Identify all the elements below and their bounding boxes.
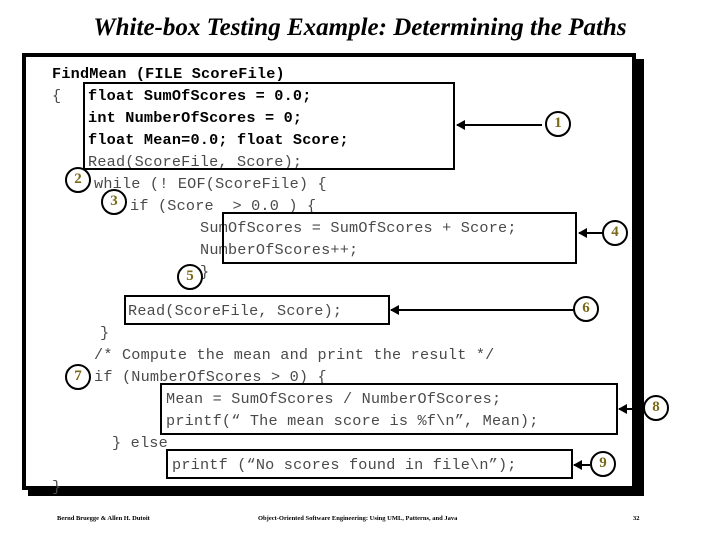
path-marker-3[interactable]: 3 (101, 189, 127, 215)
code-line-printf-mean: printf(“ The mean score is %f\n”, Mean); (166, 412, 539, 430)
path-marker-5[interactable]: 5 (177, 264, 203, 290)
code-line-count-decl: int NumberOfScores = 0; (88, 109, 303, 127)
code-line-count-inc: NumberOfScores++; (200, 241, 359, 259)
code-line-read-1: Read(ScoreFile, Score); (88, 153, 303, 171)
code-line-close-if: } (200, 263, 210, 281)
code-line-signature: FindMean (FILE ScoreFile) (52, 65, 285, 83)
statement-box-9 (166, 449, 573, 479)
statement-box-6 (124, 295, 390, 325)
arrow-head-4 (578, 228, 587, 238)
arrow-line-4 (579, 232, 604, 234)
path-marker-9[interactable]: 9 (590, 451, 616, 477)
path-marker-8[interactable]: 8 (643, 395, 669, 421)
frame-shadow-bottom (28, 488, 644, 496)
arrow-head-8 (618, 404, 627, 414)
statement-box-8 (160, 383, 618, 435)
code-line-open-brace: { (52, 87, 62, 105)
arrow-head-9 (573, 460, 582, 470)
path-marker-2[interactable]: 2 (65, 167, 91, 193)
code-line-mean-decl: float Mean=0.0; float Score; (88, 131, 349, 149)
arrow-line-6 (391, 309, 574, 311)
code-line-printf-none: printf (“No scores found in file\n”); (172, 456, 517, 474)
statement-box-1 (83, 82, 455, 170)
frame-shadow-right (636, 59, 644, 496)
code-line-if-score: if (Score > 0.0 ) { (130, 197, 317, 215)
arrow-line-8 (619, 408, 643, 410)
footer-book-title: Object-Oriented Software Engineering: Us… (258, 515, 458, 522)
code-line-sum-decl: float SumOfScores = 0.0; (88, 87, 312, 105)
arrow-head-1 (456, 120, 465, 130)
code-line-else: } else (112, 434, 168, 452)
arrow-line-9 (574, 464, 590, 466)
footer-authors: Bernd Bruegge & Allen H. Dutoit (57, 515, 150, 522)
path-marker-7[interactable]: 7 (65, 364, 91, 390)
path-marker-6[interactable]: 6 (573, 296, 599, 322)
code-line-read-2: Read(ScoreFile, Score); (128, 302, 343, 320)
footer-page-number: 32 (633, 515, 640, 522)
code-line-close-while: } (100, 324, 110, 342)
arrow-line-1 (457, 124, 542, 126)
arrow-head-6 (390, 305, 399, 315)
statement-box-4 (222, 212, 577, 264)
code-line-sum-add: SumOfScores = SumOfScores + Score; (200, 219, 517, 237)
code-line-if-count: if (NumberOfScores > 0) { (94, 368, 327, 386)
code-line-while: while (! EOF(ScoreFile) { (94, 175, 327, 193)
code-line-mean-calc: Mean = SumOfScores / NumberOfScores; (166, 390, 502, 408)
code-line-close-fn: } (52, 478, 62, 496)
path-marker-1[interactable]: 1 (545, 111, 571, 137)
page-title: White-box Testing Example: Determining t… (93, 14, 627, 41)
path-marker-4[interactable]: 4 (602, 220, 628, 246)
code-line-comment: /* Compute the mean and print the result… (94, 346, 495, 364)
